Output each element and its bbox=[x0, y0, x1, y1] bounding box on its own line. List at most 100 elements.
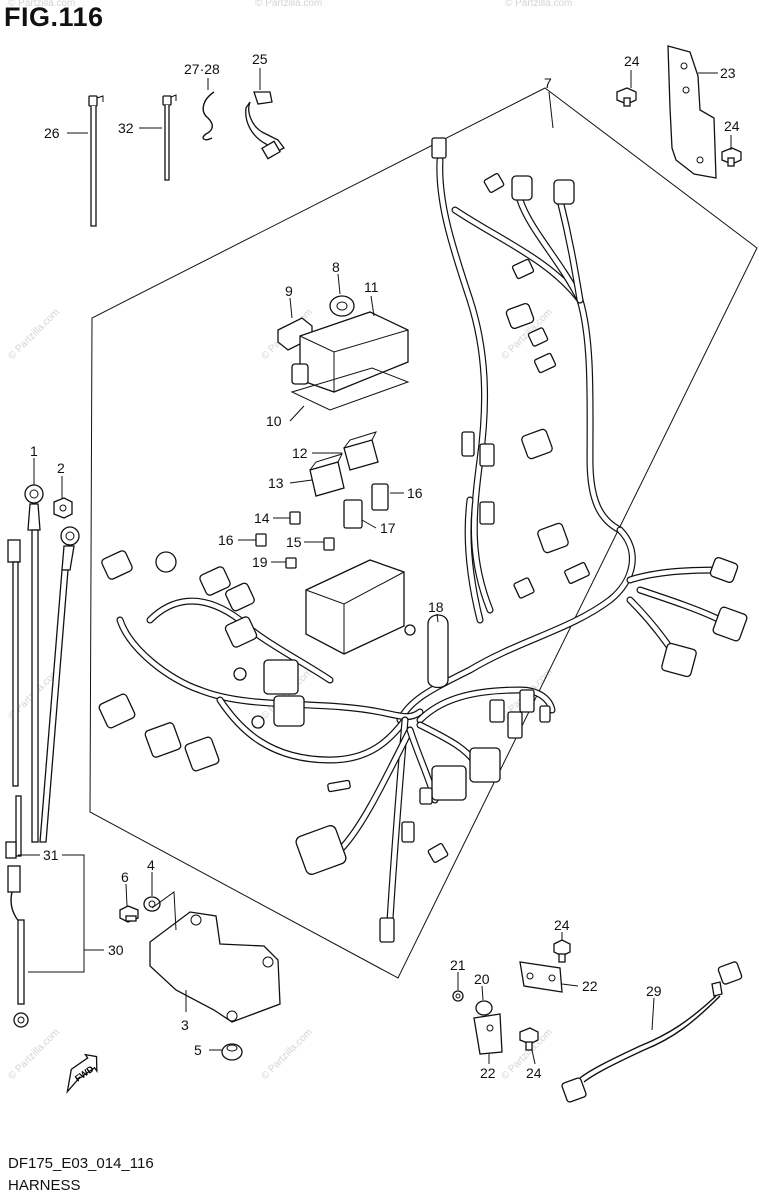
fuse-icon[interactable] bbox=[255, 533, 267, 547]
connector-icon[interactable] bbox=[527, 327, 549, 347]
grommet-icon[interactable] bbox=[475, 1000, 493, 1016]
terminal-nut-icon[interactable] bbox=[53, 497, 73, 519]
callout-2: 2 bbox=[57, 460, 65, 476]
connector-icon[interactable] bbox=[505, 302, 535, 330]
connector-icon[interactable] bbox=[233, 667, 247, 681]
main-wiring-harness[interactable] bbox=[116, 156, 724, 924]
cable-tie-short-icon[interactable] bbox=[162, 94, 177, 181]
connector-icon[interactable] bbox=[101, 550, 134, 581]
connector-icon[interactable] bbox=[251, 715, 265, 729]
relay-icon[interactable] bbox=[343, 431, 379, 471]
cable-lead[interactable] bbox=[7, 539, 22, 857]
connector-icon[interactable] bbox=[511, 175, 533, 201]
cable-tie-long-icon[interactable] bbox=[88, 95, 104, 227]
wire-clip-icon[interactable] bbox=[202, 91, 215, 141]
connector-icon[interactable] bbox=[327, 779, 351, 793]
callout-27-28: 27·28 bbox=[184, 61, 220, 77]
callout-20: 20 bbox=[474, 971, 490, 987]
washer-icon[interactable] bbox=[452, 990, 464, 1002]
callout-6: 6 bbox=[121, 869, 129, 885]
protective-cap-icon[interactable] bbox=[427, 614, 449, 689]
watermark: © Partzilla.com bbox=[505, 0, 572, 9]
connector-icon[interactable] bbox=[224, 616, 258, 649]
connector-icon[interactable] bbox=[483, 173, 505, 193]
connector-icon[interactable] bbox=[431, 765, 467, 801]
connector-icon[interactable] bbox=[461, 431, 475, 457]
connector-icon[interactable] bbox=[469, 747, 501, 783]
connector-icon[interactable] bbox=[564, 562, 590, 584]
grommet-icon[interactable] bbox=[221, 1043, 243, 1061]
callout-labels: 26 32 27·28 25 7 24 23 24 8 9 11 10 12 1… bbox=[30, 51, 740, 1081]
connector-icon[interactable] bbox=[519, 689, 535, 713]
connector-icon[interactable] bbox=[379, 917, 395, 943]
fuse-icon[interactable] bbox=[285, 557, 297, 569]
extension-lead-cable[interactable] bbox=[561, 961, 743, 1103]
connector-icon[interactable] bbox=[184, 736, 220, 772]
fwd-arrow-icon: FWD bbox=[66, 1053, 98, 1094]
harness-clamp-bracket-icon[interactable] bbox=[245, 91, 285, 160]
connector-icon[interactable] bbox=[224, 582, 255, 612]
connector-icon[interactable] bbox=[479, 443, 495, 467]
connector-icon[interactable] bbox=[263, 659, 299, 695]
connector-icon[interactable] bbox=[404, 624, 416, 636]
leader-lines bbox=[18, 68, 732, 1065]
watermark: © Partzilla.com bbox=[8, 0, 75, 9]
connector-icon[interactable] bbox=[155, 551, 177, 573]
connector-icon[interactable] bbox=[199, 566, 232, 597]
callout-24: 24 bbox=[526, 1065, 542, 1081]
callout-30: 30 bbox=[108, 942, 124, 958]
connector-icon[interactable] bbox=[489, 699, 505, 723]
grommet-icon[interactable] bbox=[329, 295, 355, 317]
clamp-plate-icon[interactable] bbox=[473, 1013, 503, 1055]
fuse-icon[interactable] bbox=[289, 511, 301, 525]
watermark: © Partzilla.com bbox=[6, 1027, 61, 1082]
connector-icon[interactable] bbox=[513, 577, 535, 599]
connector-icon[interactable] bbox=[427, 843, 449, 863]
callout-23: 23 bbox=[720, 65, 736, 81]
fuse-icon[interactable] bbox=[323, 537, 335, 551]
callout-9: 9 bbox=[285, 283, 293, 299]
connector-icon[interactable] bbox=[419, 787, 433, 805]
bolt-icon[interactable] bbox=[616, 87, 637, 107]
connector-icon[interactable] bbox=[709, 556, 739, 584]
bolt-icon[interactable] bbox=[553, 939, 571, 963]
connector-icon[interactable] bbox=[294, 824, 347, 876]
connector-icon[interactable] bbox=[533, 352, 557, 374]
callout-24: 24 bbox=[624, 53, 640, 69]
connector-icon[interactable] bbox=[661, 642, 697, 678]
bolt-icon[interactable] bbox=[519, 1027, 539, 1051]
connector-icon[interactable] bbox=[479, 501, 495, 525]
callout-22: 22 bbox=[480, 1065, 496, 1081]
fuse-icon[interactable] bbox=[371, 483, 389, 511]
bolt-icon[interactable] bbox=[119, 905, 139, 923]
connector-icon[interactable] bbox=[98, 693, 136, 729]
fuse-box-gasket[interactable] bbox=[290, 367, 410, 411]
bolt-icon[interactable] bbox=[721, 147, 742, 167]
connector-icon[interactable] bbox=[511, 258, 535, 280]
connector-icon[interactable] bbox=[712, 606, 748, 642]
connector-icon[interactable] bbox=[507, 711, 523, 739]
harness-bracket-icon[interactable] bbox=[667, 45, 717, 179]
watermark: © Partzilla.com bbox=[6, 307, 61, 362]
junction-box-icon[interactable] bbox=[305, 559, 405, 655]
battery-cable-positive[interactable] bbox=[24, 484, 44, 843]
clamp-plate-icon[interactable] bbox=[519, 961, 563, 993]
mount-bracket-icon[interactable] bbox=[149, 911, 281, 1023]
connector-icon[interactable] bbox=[539, 705, 551, 723]
connector-icon[interactable] bbox=[553, 179, 575, 205]
connector-icon[interactable] bbox=[273, 695, 305, 727]
callout-15: 15 bbox=[286, 534, 302, 550]
fuse-icon[interactable] bbox=[343, 499, 363, 529]
connector-icon[interactable] bbox=[521, 428, 554, 460]
connector-icon[interactable] bbox=[401, 821, 415, 843]
washer-icon[interactable] bbox=[143, 896, 161, 912]
relay-icon[interactable] bbox=[309, 453, 345, 497]
callout-17: 17 bbox=[380, 520, 396, 536]
battery-cable-negative[interactable] bbox=[39, 526, 80, 843]
ground-cable[interactable] bbox=[5, 841, 29, 1028]
connector-icon[interactable] bbox=[537, 522, 570, 554]
callout-5: 5 bbox=[194, 1042, 202, 1058]
connector-icon[interactable] bbox=[144, 722, 182, 759]
connector-icon[interactable] bbox=[431, 137, 447, 159]
